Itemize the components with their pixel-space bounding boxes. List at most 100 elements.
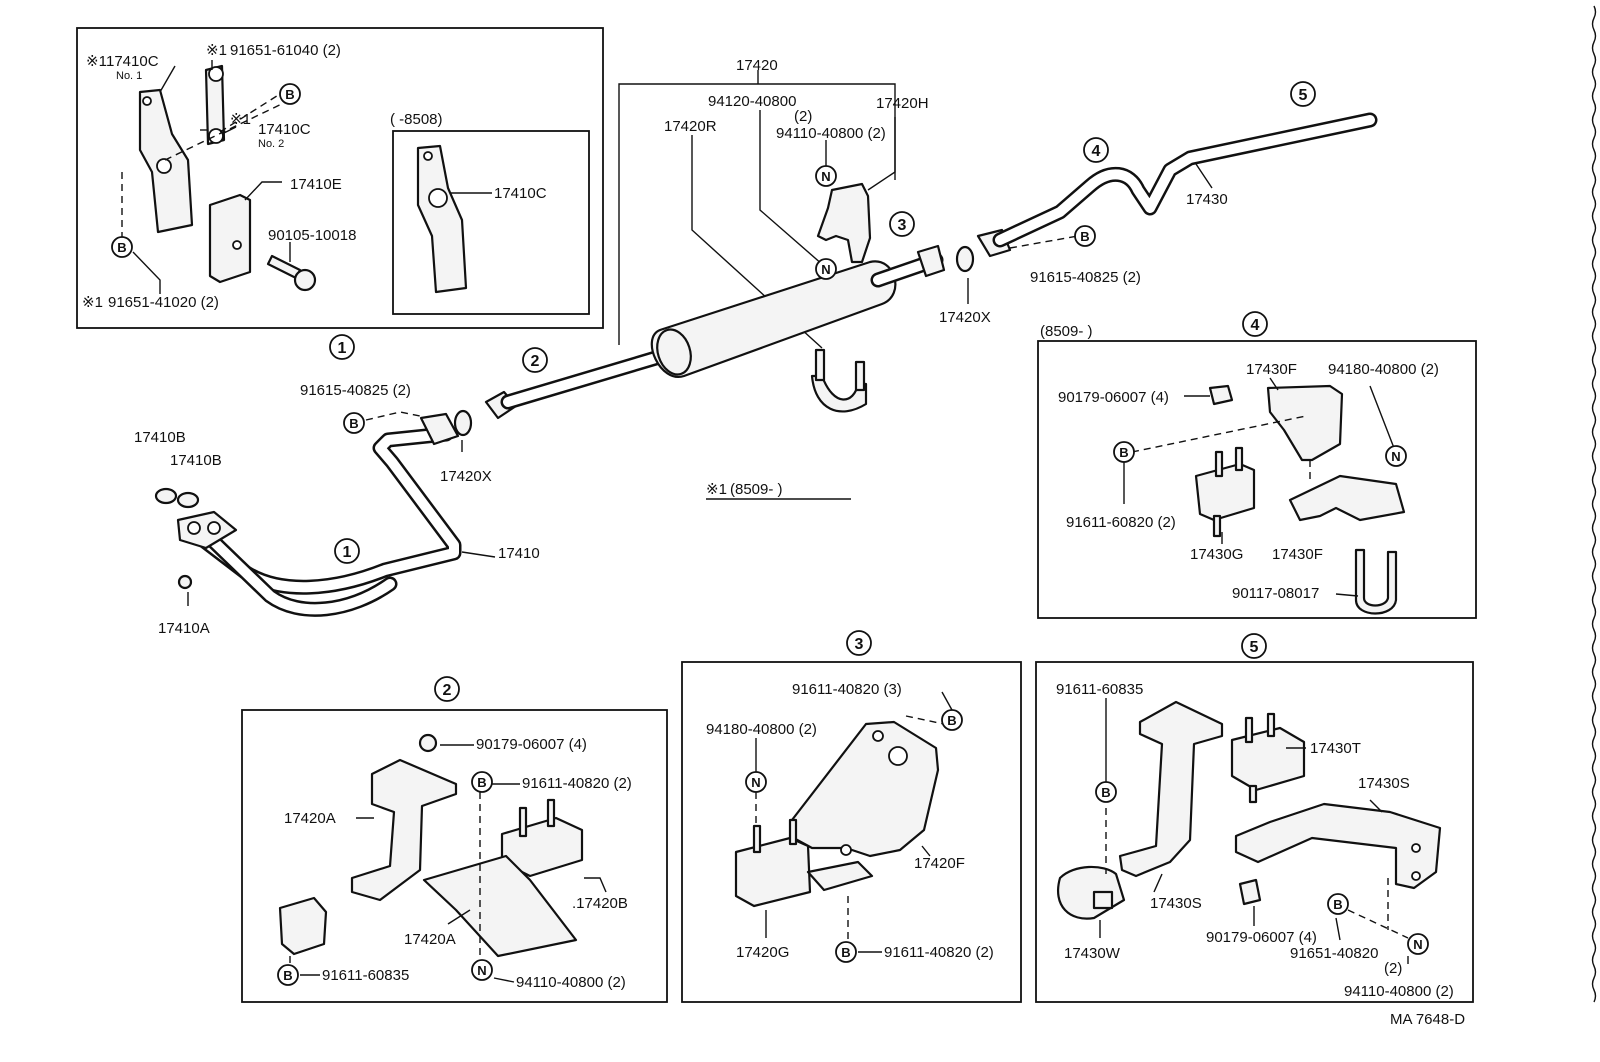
label-91651-61040: 91651-61040 (2): [230, 42, 341, 59]
leader-17410: [461, 551, 496, 558]
svg-text:B: B: [349, 416, 358, 431]
clamp-17430w: [1057, 865, 1126, 920]
bolt-head: [293, 268, 317, 292]
label-17410a: 17410A: [158, 620, 210, 637]
svg-text:3: 3: [898, 217, 907, 234]
isolator-hole: [232, 240, 242, 250]
label-90105-10018: 90105-10018: [268, 227, 356, 244]
label-no2: No. 2: [258, 138, 284, 150]
bracket-17430s-left: [1118, 700, 1224, 878]
circled-ref-3-top: 3: [889, 211, 915, 237]
circled-ref-1-pipe: 1: [334, 538, 360, 564]
badge-b: B: [277, 964, 299, 986]
detail-5-frame: [1035, 661, 1474, 1003]
label-17420x-rear: 17420X: [939, 309, 991, 326]
bracket-17420a-lower: [422, 854, 578, 958]
label-17430: 17430: [1186, 191, 1228, 208]
badge-b: B: [279, 83, 301, 105]
leader-17420b: [584, 877, 607, 893]
leader-94120: [759, 110, 824, 266]
dashed-line: [1347, 909, 1409, 939]
label-17420h: 17420H: [876, 95, 929, 112]
nut-17410a: [177, 574, 193, 590]
label-17410c-sub: 17410C: [494, 185, 547, 202]
svg-text:B: B: [1119, 445, 1128, 460]
label-17410c-no2: 17410C: [258, 121, 311, 138]
badge-b: B: [1113, 441, 1135, 463]
svg-text:B: B: [841, 945, 850, 960]
leader-line: [244, 181, 282, 201]
label-17430s-right: 17430S: [1358, 775, 1410, 792]
leader-94180: [1369, 385, 1395, 449]
svg-text:5: 5: [1250, 639, 1259, 656]
label-range-8509: (8509- ): [1040, 323, 1093, 340]
label-17420: 17420: [736, 57, 778, 74]
label-91611-60820: 91611-60820 (2): [1066, 514, 1176, 531]
label-91611-60835: 91611-60835: [1056, 681, 1143, 698]
svg-text:1: 1: [338, 340, 347, 357]
badge-n: N: [1385, 445, 1407, 467]
bolt-90105: [266, 254, 302, 280]
label-17410: 17410: [498, 545, 540, 562]
leader-17430s: [1369, 799, 1383, 813]
svg-text:1: 1: [343, 544, 352, 561]
label-note-mark: ※1: [86, 53, 107, 70]
circled-ref-2-detail: 2: [434, 676, 460, 702]
label-17430s-left: 17430S: [1150, 895, 1202, 912]
leader-line: [221, 126, 237, 135]
circled-ref-4-detail: 4: [1242, 311, 1268, 337]
svg-text:2: 2: [531, 353, 540, 370]
bracket-17420a-upper: [350, 758, 458, 902]
svg-text:B: B: [1333, 897, 1342, 912]
label-94120-40800: 94120-40800: [708, 93, 796, 110]
inset-1-sub-frame: [392, 130, 590, 315]
leader-17430: [1195, 163, 1213, 189]
clamp-17420r: [810, 374, 868, 413]
label-91611-40820-3: 91611-40820 (3): [792, 681, 902, 698]
sub-bracket-hole: [423, 151, 433, 161]
label-17420x-front: 17420X: [440, 468, 492, 485]
leader-94110: [493, 977, 515, 983]
label-90179-06007: 90179-06007 (4): [476, 736, 587, 753]
label-17410b-2: 17410B: [170, 452, 222, 469]
detail-3-frame: [681, 661, 1022, 1003]
mount-17430g: [1194, 462, 1256, 522]
svg-text:2: 2: [443, 682, 452, 699]
sub-bracket-hole: [428, 188, 448, 208]
svg-text:B: B: [477, 775, 486, 790]
label-94180-40800: 94180-40800 (2): [706, 721, 817, 738]
label-17430g: 17430G: [1190, 546, 1243, 563]
leader-91611: [941, 691, 953, 711]
label-17420a-lower: 17420A: [404, 931, 456, 948]
mount-17430t: [1230, 726, 1306, 792]
label-91651-40820: 91651-40820: [1290, 945, 1378, 962]
label-17430w: 17430W: [1064, 945, 1121, 962]
bracket-17430s-right: [1234, 802, 1442, 890]
circled-ref-4-top: 4: [1083, 137, 1109, 163]
svg-text:B: B: [947, 713, 956, 728]
label-17430t: 17430T: [1310, 740, 1361, 757]
leader-90117: [1335, 593, 1359, 597]
link-no2-hole: [208, 66, 224, 82]
page-edge-border: [1591, 5, 1597, 1003]
leader-line: [132, 251, 161, 294]
svg-text:4: 4: [1251, 317, 1260, 334]
label-note-mark-main: ※1: [706, 481, 727, 498]
svg-text:B: B: [285, 87, 294, 102]
gasket-17410b: [154, 487, 178, 505]
circled-ref-5-top: 5: [1290, 81, 1316, 107]
dashed-line: [905, 715, 945, 725]
label-note-mark: ※1: [230, 111, 251, 128]
badge-b: B: [471, 771, 493, 793]
mount-17420g: [734, 836, 812, 908]
badge-b: B: [1327, 893, 1349, 915]
label-note-mark: ※1: [206, 42, 227, 59]
label-90117-08017: 90117-08017: [1232, 585, 1319, 602]
circled-ref-2-top: 2: [522, 347, 548, 373]
gasket-17420x-rear: [955, 245, 975, 273]
muffler-outlet-flange: [916, 244, 946, 278]
svg-text:B: B: [283, 968, 292, 983]
badge-n: N: [1407, 933, 1429, 955]
badge-b: B: [111, 236, 133, 258]
